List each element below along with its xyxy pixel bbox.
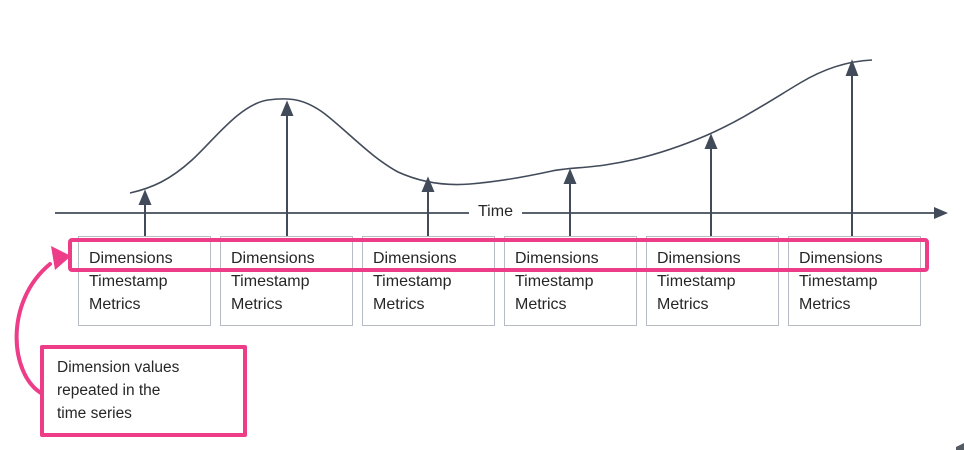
callout-text-line: repeated in the — [57, 382, 161, 399]
callout-arrow-curve — [14, 262, 52, 395]
record-field-dimensions: Dimensions — [515, 250, 599, 267]
corner-artifact — [956, 443, 964, 450]
record-arrow-head-icon — [704, 133, 718, 149]
record-arrow-head-icon — [421, 176, 435, 192]
record-field-metrics: Metrics — [89, 296, 141, 313]
callout-text-line: time series — [57, 405, 132, 422]
callout-box: Dimension values repeated in the time se… — [40, 345, 247, 437]
callout-arrow-head-icon — [51, 246, 71, 270]
record-box: Dimensions Timestamp Metrics — [788, 236, 921, 326]
record-field-timestamp: Timestamp — [231, 273, 310, 290]
record-field-dimensions: Dimensions — [231, 250, 315, 267]
record-arrows — [138, 59, 859, 236]
record-field-timestamp: Timestamp — [799, 273, 878, 290]
record-box: Dimensions Timestamp Metrics — [78, 236, 211, 326]
time-axis-label: Time — [469, 201, 522, 223]
record-field-dimensions: Dimensions — [89, 250, 173, 267]
callout-text-line: Dimension values — [57, 359, 180, 376]
record-arrow-head-icon — [280, 100, 294, 116]
record-field-metrics: Metrics — [515, 296, 567, 313]
record-box: Dimensions Timestamp Metrics — [362, 236, 495, 326]
record-field-metrics: Metrics — [799, 296, 851, 313]
record-box: Dimensions Timestamp Metrics — [646, 236, 779, 326]
record-arrow-head-icon — [138, 189, 152, 205]
record-field-dimensions: Dimensions — [799, 250, 883, 267]
record-field-dimensions: Dimensions — [657, 250, 741, 267]
record-field-timestamp: Timestamp — [657, 273, 736, 290]
record-box: Dimensions Timestamp Metrics — [504, 236, 637, 326]
record-field-timestamp: Timestamp — [89, 273, 168, 290]
record-field-dimensions: Dimensions — [373, 250, 457, 267]
record-field-timestamp: Timestamp — [515, 273, 594, 290]
time-series-curve — [129, 59, 873, 194]
record-field-metrics: Metrics — [231, 296, 283, 313]
record-field-metrics: Metrics — [657, 296, 709, 313]
record-arrow-head-icon — [845, 59, 859, 76]
record-field-timestamp: Timestamp — [373, 273, 452, 290]
record-field-metrics: Metrics — [373, 296, 425, 313]
record-box: Dimensions Timestamp Metrics — [220, 236, 353, 326]
record-arrow-head-icon — [563, 168, 577, 184]
time-axis-arrowhead-icon — [934, 207, 948, 219]
